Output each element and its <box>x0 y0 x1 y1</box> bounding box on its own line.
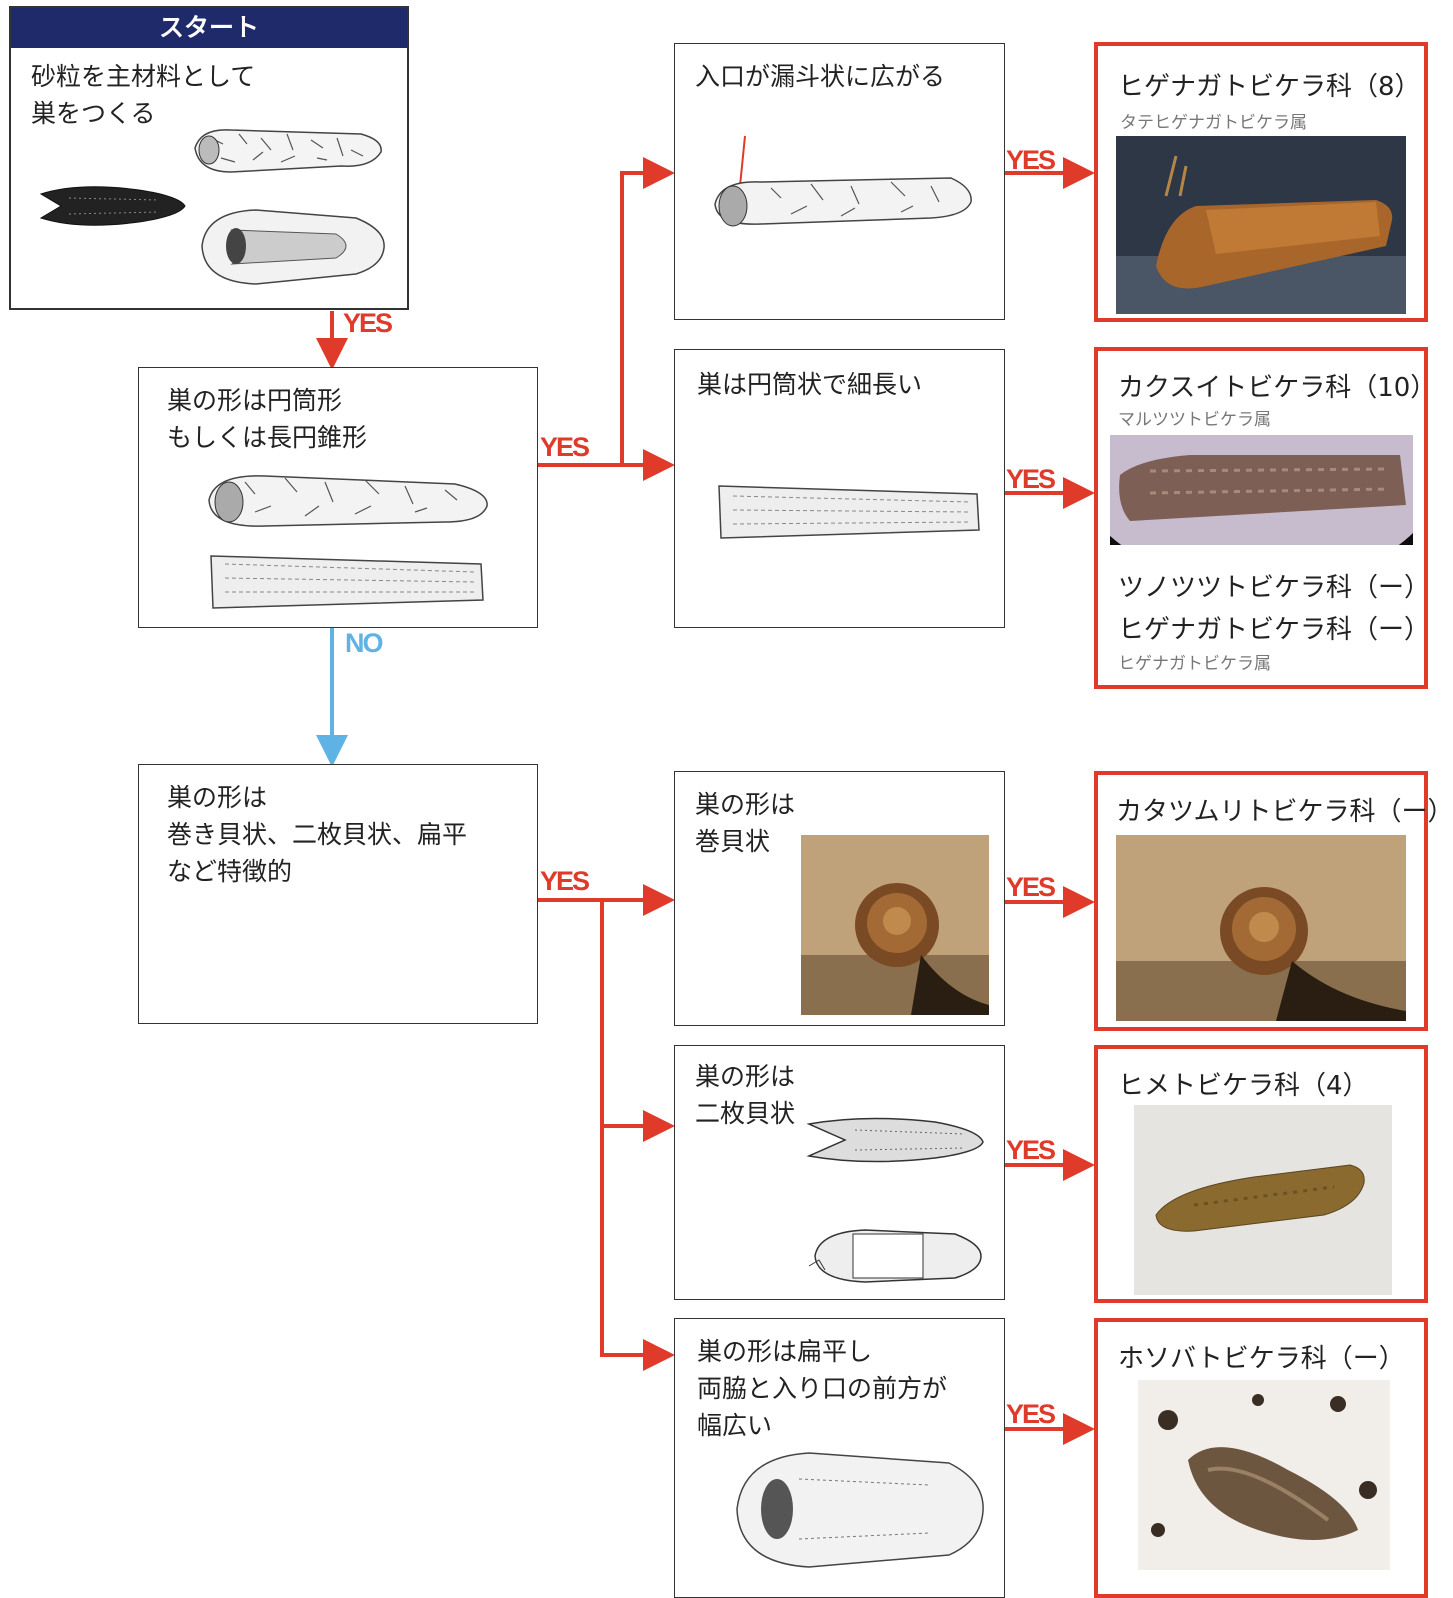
sand-case-sketch <box>194 129 382 173</box>
result-box-katatsumuri: カタツムリトビケラ科（ー） <box>1094 771 1453 1031</box>
result-name: ヒゲナガトビケラ科（8） <box>1118 72 1421 102</box>
cylinder-case-sketch <box>718 485 980 539</box>
result-name-2: ツノツツトビケラ科（ー） <box>1118 573 1431 603</box>
question-box-distinctive-shape: 巣の形は 巻き貝状、二枚貝状、扁平 など特徴的 <box>138 764 538 1024</box>
option-text: 巣の形は扁平し 両脇と入り口の前方が 幅広い <box>697 1337 948 1440</box>
result-box-hime: ヒメトビケラ科（4） <box>1094 1045 1428 1303</box>
option-text: 巣の形は 巻貝状 <box>695 790 796 856</box>
snail-case-photo <box>801 835 989 1015</box>
yes-label-q2: YES <box>540 866 590 896</box>
question-text: 巣の形は 巻き貝状、二枚貝状、扁平 など特徴的 <box>167 783 468 886</box>
option-text: 巣は円筒状で細長い <box>697 370 923 399</box>
yes-label-snail: YES <box>1006 872 1056 902</box>
yes-label-flat: YES <box>1006 1399 1056 1429</box>
result-box-hosoba: ホソバトビケラ科（ー） <box>1094 1318 1428 1598</box>
option-text: 巣の形は 二枚貝状 <box>695 1062 796 1128</box>
hygenaga-larva-photo <box>1116 136 1406 314</box>
start-box: スタート 砂粒を主材料として 巣をつくる <box>9 6 409 310</box>
snail-case-photo <box>1116 835 1406 1021</box>
yes-label-funnel: YES <box>1006 145 1056 175</box>
question-text: 巣の形は円筒形 もしくは長円錐形 <box>167 386 368 452</box>
result-genus: マルツツトビケラ属 <box>1118 410 1271 430</box>
result-box-kakusui: カクスイトビケラ科（10） マルツツトビケラ属 ツノツツトビケラ科（ー） ヒゲナ… <box>1094 347 1436 689</box>
bivalve-case-sketch <box>806 1117 984 1163</box>
no-label-q1: NO <box>345 628 383 658</box>
result-genus-3: ヒゲナガトビケラ属 <box>1118 654 1271 674</box>
hime-case-photo <box>1134 1105 1392 1295</box>
option-box-cylinder: 巣は円筒状で細長い <box>674 349 1005 628</box>
funnel-case-sketch <box>714 135 972 227</box>
kakusui-case-photo <box>1110 435 1413 545</box>
result-name: ホソバトビケラ科（ー） <box>1118 1344 1405 1374</box>
sand-case-sketch <box>208 475 488 527</box>
result-name: ヒメトビケラ科（4） <box>1118 1071 1369 1101</box>
hosoba-case-photo <box>1138 1380 1390 1570</box>
flat-case-sketch <box>201 209 385 285</box>
option-box-flat-shape: 巣の形は扁平し 両脇と入り口の前方が 幅広い <box>674 1318 1005 1598</box>
result-name-3: ヒゲナガトビケラ科（ー） <box>1118 615 1431 645</box>
cylinder-case-sketch <box>210 555 484 609</box>
yes-label-start: YES <box>343 308 393 338</box>
result-name: カタツムリトビケラ科（ー） <box>1116 797 1453 827</box>
option-text: 入口が漏斗状に広がる <box>695 62 946 91</box>
yes-label-cylinder: YES <box>1006 464 1056 494</box>
start-text: 砂粒を主材料として 巣をつくる <box>31 62 256 128</box>
option-box-bivalve-shape: 巣の形は 二枚貝状 <box>674 1045 1005 1300</box>
yes-label-q1: YES <box>540 432 590 462</box>
question-box-cylinder-cone: 巣の形は円筒形 もしくは長円錐形 <box>138 367 538 628</box>
yes-label-bivalve: YES <box>1006 1135 1056 1165</box>
option-box-snail-shape: 巣の形は 巻貝状 <box>674 771 1005 1026</box>
result-box-hygenaga: ヒゲナガトビケラ科（8） タテヒゲナガトビケラ属 <box>1094 42 1428 322</box>
result-name: カクスイトビケラ科（10） <box>1118 373 1437 403</box>
result-genus: タテヒゲナガトビケラ属 <box>1120 113 1307 133</box>
bivalve-case-sketch <box>39 186 186 226</box>
flat-case-sketch <box>736 1452 984 1568</box>
start-header: スタート <box>11 8 407 48</box>
option-box-funnel-entrance: 入口が漏斗状に広がる <box>674 43 1005 320</box>
bivalve-open-case-sketch <box>808 1229 982 1283</box>
